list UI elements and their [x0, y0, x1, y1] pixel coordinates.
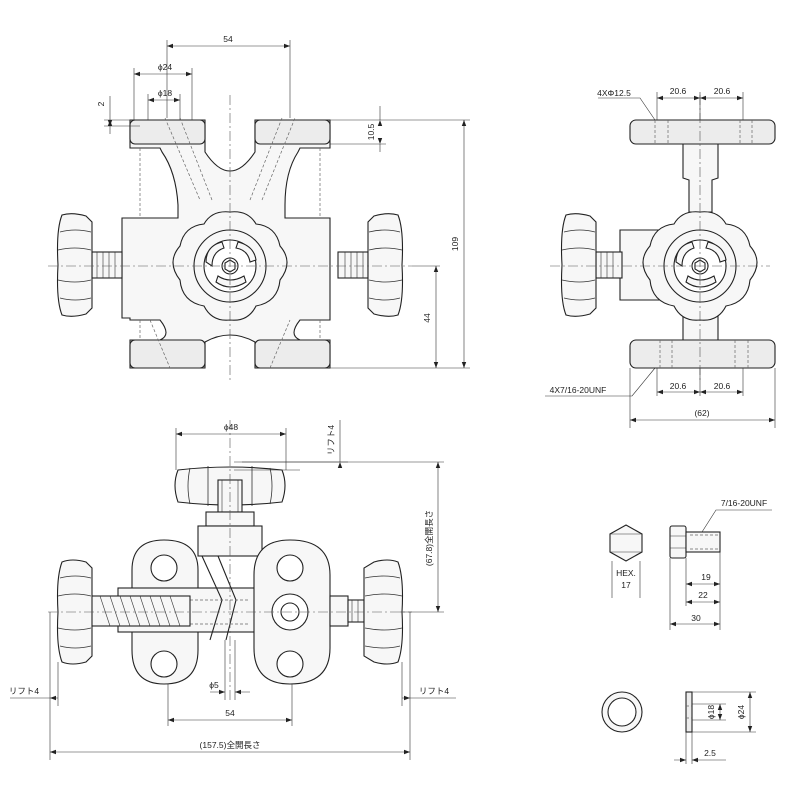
front-top-pad-right — [254, 119, 331, 145]
bottom-dim-54: 54 — [225, 708, 235, 718]
bottom-full-open-length: (157.5)全開長さ — [200, 740, 261, 750]
bottom-dim-phi5: ϕ5 — [209, 680, 219, 690]
bottom-handle-right — [363, 559, 404, 665]
side-dim-bottom-pitch-left: 20.6 — [670, 381, 687, 391]
front-dim-44: 44 — [422, 313, 432, 323]
front-dim-54: 54 — [223, 34, 233, 44]
side-dim-bottom-pitch-right: 20.6 — [714, 381, 731, 391]
plug-detail: HEX. 17 7/16-20UNF 19 22 30 — [609, 498, 772, 630]
bottom-stem-right — [329, 595, 349, 627]
front-top-pad-left — [129, 119, 206, 145]
side-dim-top-pitch-left: 20.6 — [670, 86, 687, 96]
washer-section — [685, 691, 693, 733]
plug-hex-size: 17 — [621, 580, 631, 590]
front-dim-phi18: ϕ18 — [158, 88, 172, 98]
washer-dim-2-5: 2.5 — [704, 748, 716, 758]
washer-detail: ϕ18 ϕ24 2.5 — [601, 691, 756, 764]
bottom-full-open-height: (67.8)全開長さ — [424, 510, 434, 566]
plug-dim-22: 22 — [698, 590, 708, 600]
side-hole-callout: 4XΦ12.5 — [597, 88, 631, 98]
washer-inner — [607, 697, 637, 727]
plug-thread-body — [685, 531, 721, 553]
side-view: 20.6 20.6 4XΦ12.5 20.6 20.6 4X7/16-20UNF… — [545, 86, 776, 428]
front-view: 54 ϕ24 ϕ18 2 10.5 109 44 — [48, 34, 470, 380]
front-dim-10-5: 10.5 — [366, 123, 376, 140]
side-dim-overall-width: (62) — [694, 408, 709, 418]
plug-dim-19: 19 — [701, 572, 711, 582]
side-thread-callout: 4X7/16-20UNF — [550, 385, 607, 395]
front-dim-phi24: ϕ24 — [158, 62, 172, 72]
front-stem-right — [337, 251, 369, 279]
side-stem-top — [682, 143, 719, 213]
plug-hex-end — [609, 524, 643, 562]
front-bottom-pad-right — [254, 339, 331, 369]
side-dim-top-pitch-right: 20.6 — [714, 86, 731, 96]
bottom-lift-left: リフト4 — [9, 686, 40, 696]
side-stem-left — [595, 251, 623, 279]
front-handle-left — [56, 213, 93, 317]
bottom-dim-handle-dia: ϕ48 — [224, 422, 238, 432]
front-dim-109: 109 — [450, 237, 460, 251]
plug-head — [669, 525, 687, 559]
bottom-lift-right: リフト4 — [419, 686, 450, 696]
side-top-flange — [629, 119, 776, 145]
side-bottom-flange — [629, 339, 776, 369]
front-bottom-pad-left — [129, 339, 206, 369]
front-handle-right — [367, 213, 404, 317]
plug-hex-label: HEX. — [616, 568, 636, 578]
bottom-view: ϕ48 リフト4 (67.8)全開長さ (157.5)全開長さ リフト4 リフト… — [9, 420, 456, 760]
bottom-lift-top: リフト4 — [326, 425, 336, 456]
side-handle-left — [560, 213, 597, 317]
plug-dim-30: 30 — [691, 613, 701, 623]
washer-dim-phi24: ϕ24 — [736, 705, 746, 719]
washer-dim-phi18: ϕ18 — [706, 705, 716, 719]
plug-thread-label: 7/16-20UNF — [721, 498, 767, 508]
front-dim-2: 2 — [96, 101, 106, 106]
front-stem-left — [91, 251, 123, 279]
